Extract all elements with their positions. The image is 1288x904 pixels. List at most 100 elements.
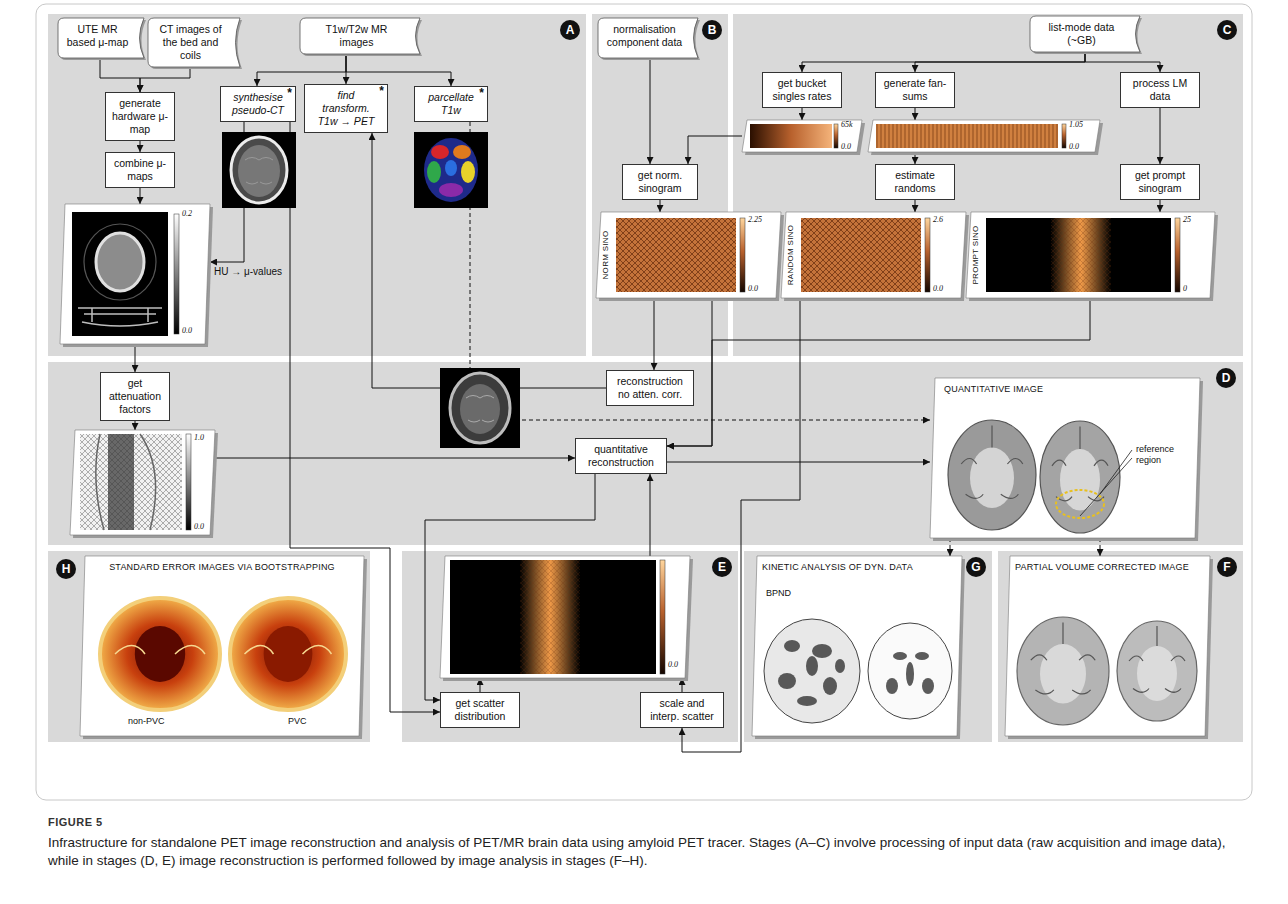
connector-arrow <box>1160 200 1161 212</box>
image-title: PARTIAL VOLUME CORRECTED IMAGE <box>1015 562 1200 573</box>
figure-graphic <box>96 233 144 291</box>
figure-graphic <box>1117 621 1197 721</box>
connector-arrow <box>1160 108 1161 164</box>
figure-graphic <box>100 598 220 710</box>
figure-graphic <box>733 14 1243 356</box>
figure-graphic <box>778 673 796 689</box>
figure-graphic <box>812 644 832 658</box>
figure-graphic <box>876 124 1058 148</box>
figure-graphic <box>84 224 156 300</box>
process-box: estimate randoms <box>875 164 955 200</box>
figure-graphic <box>450 373 510 443</box>
image-graphic <box>70 430 215 535</box>
figure-graphic <box>1051 218 1111 292</box>
connector-arrow <box>667 462 930 463</box>
figure-graphic <box>784 640 800 652</box>
image-graphic <box>440 556 690 678</box>
figure-graphic <box>439 183 463 197</box>
figure-graphic <box>466 396 494 423</box>
connector-arrow <box>650 58 651 164</box>
figure-graphic <box>48 551 370 742</box>
box-label: get scatter distribution <box>445 697 515 723</box>
image-panel: 0.20.0 <box>60 204 210 344</box>
image-graphic <box>60 204 210 344</box>
connector-arrow <box>346 54 451 86</box>
image-graphic <box>966 212 1215 298</box>
process-box: synthesise pseudo-CT* <box>220 86 296 122</box>
panel-letter: F <box>1217 557 1237 577</box>
process-box: scale and interp. scatter <box>640 692 724 728</box>
panel-letter: G <box>966 557 986 577</box>
image-panel: STANDARD ERROR IMAGES VIA BOOTSTRAPPINGn… <box>80 556 364 736</box>
connector-arrow <box>915 108 916 120</box>
figure-graphic <box>1031 622 1095 694</box>
image-panel: 65k0.0 <box>742 120 862 152</box>
parcellation-image <box>414 132 488 208</box>
image-graphic <box>868 120 1100 152</box>
box-label: synthesise pseudo-CT <box>232 91 284 117</box>
figure-graphic <box>264 626 313 682</box>
input-data: CT images of the bed and coils <box>148 18 240 67</box>
box-label: reconstruction no atten. corr. <box>611 375 689 401</box>
figure-graphic <box>72 212 168 336</box>
figure-graphic <box>115 646 205 654</box>
figure-graphic <box>596 212 781 298</box>
connector-arrow <box>140 188 141 204</box>
colorbar-value: 1.05 <box>1069 120 1083 130</box>
figure-graphic <box>1040 421 1120 533</box>
pseudo-ct-image <box>222 132 296 208</box>
figure-graphic <box>868 623 952 719</box>
figure-graphic <box>922 678 934 694</box>
panel-letter: E <box>712 557 732 577</box>
sinogram-label: RANDOM SINO <box>786 225 796 286</box>
figure-graphic <box>781 212 966 298</box>
connector-arrow <box>660 200 661 212</box>
asterisk-mark: * <box>379 85 384 97</box>
figure-graphic <box>520 560 580 674</box>
connector-arrow <box>1085 52 1160 72</box>
colorbar-value: 65k <box>841 120 853 130</box>
sinogram-label: NORM SINO <box>601 231 611 280</box>
figure-graphic <box>148 18 240 67</box>
figure-graphic <box>834 124 838 148</box>
box-label: get prompt sinogram <box>1125 169 1195 195</box>
figure-graphic <box>616 218 736 292</box>
panel-letter: C <box>1217 20 1237 40</box>
figure-graphic <box>592 14 728 356</box>
image-label: reference region <box>1136 444 1192 466</box>
figure-graphic <box>750 124 832 148</box>
panel-letter: B <box>702 20 722 40</box>
figure-graphic <box>925 218 930 292</box>
figure-title: FIGURE 5 <box>48 816 103 828</box>
image-title: KINETIC ANALYSIS OF DYN. DATA <box>762 562 952 573</box>
figure-graphic <box>1129 626 1185 692</box>
box-label: process LM data <box>1125 77 1195 103</box>
figure-graphic <box>801 218 921 292</box>
figure-graphic <box>440 368 520 448</box>
figure-graphic <box>431 145 449 159</box>
process-box: get attenuation factors <box>100 372 170 421</box>
non-ac-recon-image <box>440 368 520 448</box>
figure-graphic <box>961 426 1023 499</box>
image-panel: QUANTITATIVE IMAGEreference region <box>930 378 1200 538</box>
box-label: list-mode data (~GB) <box>1038 21 1125 47</box>
figure-graphic <box>801 218 921 292</box>
figure-graphic <box>520 560 580 674</box>
image-panel: 0.0 <box>440 556 690 678</box>
figure-graphic <box>80 434 182 530</box>
stage-panel: Dget attenuation factors1.00.0reconstruc… <box>48 362 1243 545</box>
figure-frame <box>36 4 1252 800</box>
figure-graphic <box>744 551 992 742</box>
colorbar-value: 2.25 <box>748 215 762 225</box>
figure-graphic <box>893 652 907 660</box>
colorbar-value: 2.6 <box>933 215 943 225</box>
process-box: parcellate T1w* <box>414 86 488 122</box>
panel-letter: A <box>560 20 580 40</box>
figure-graphic <box>230 598 346 710</box>
image-graphic <box>752 556 962 736</box>
process-box: get bucket singles rates <box>762 72 842 108</box>
figure-graphic <box>427 161 441 183</box>
box-label: find transform. T1w → PET <box>316 89 376 128</box>
image-graphic <box>80 556 364 736</box>
stage-panel: E 0.0 get scatter distribution scale and in… <box>402 551 738 742</box>
